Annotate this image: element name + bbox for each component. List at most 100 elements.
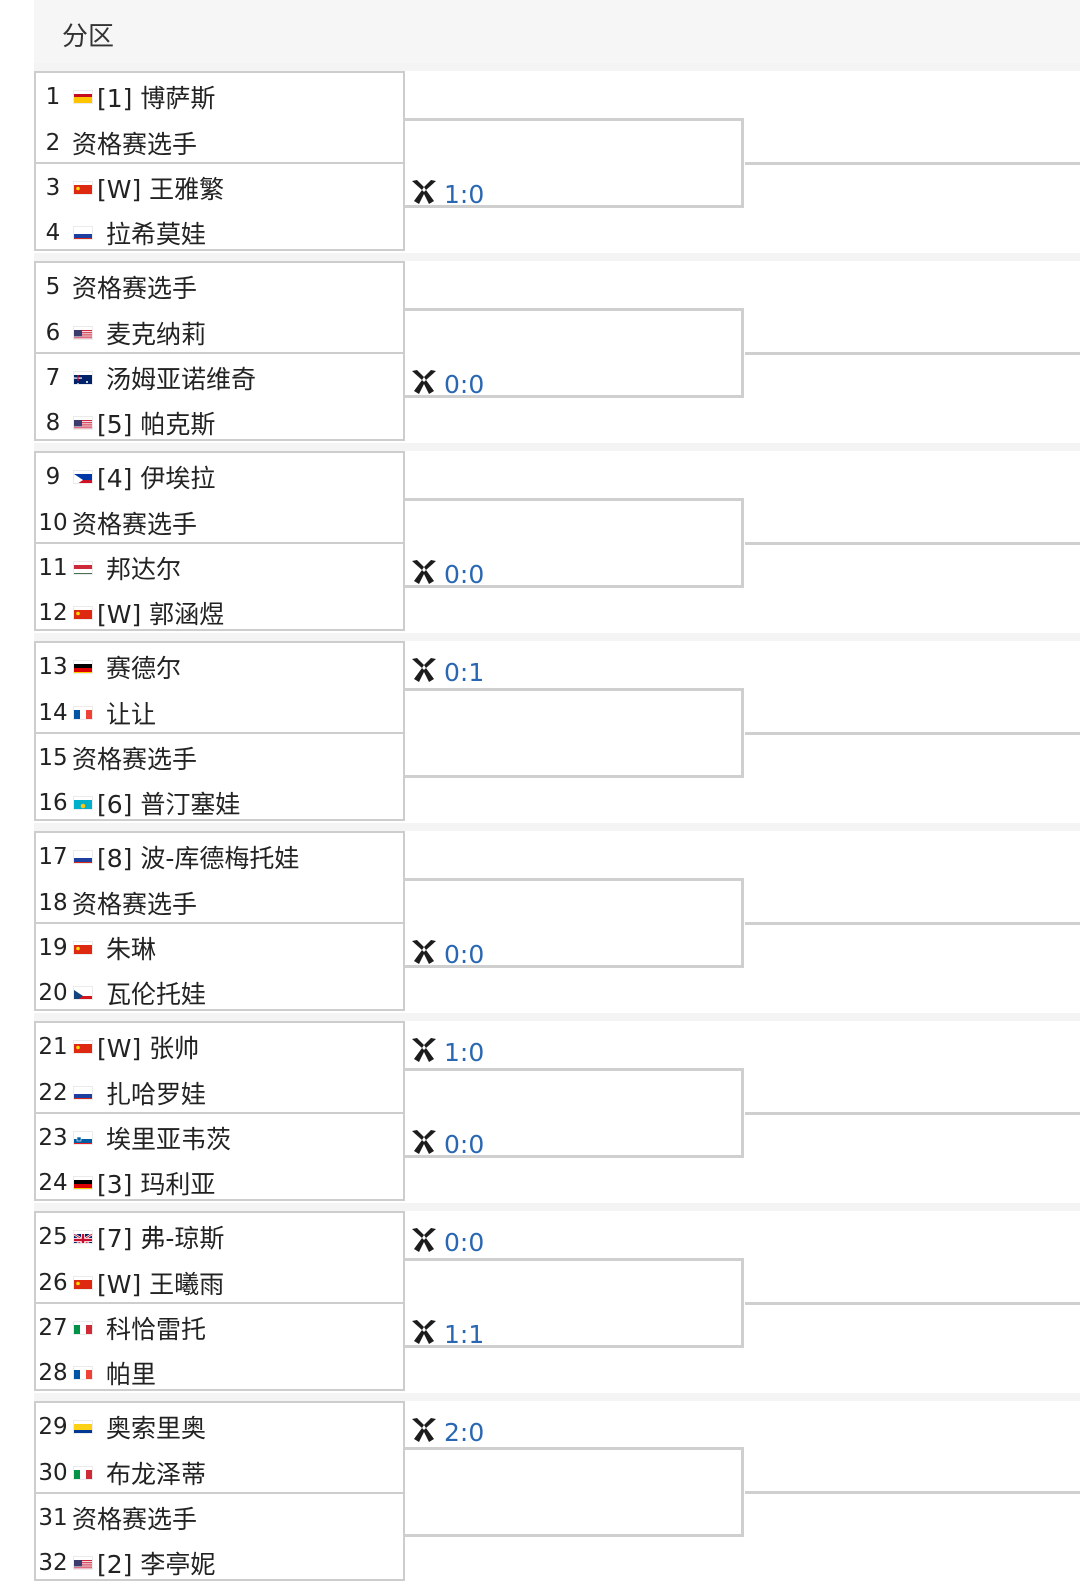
player-name[interactable]: 奥索里奥 <box>106 1414 207 1443</box>
player-name[interactable]: 科恰雷托 <box>106 1315 207 1344</box>
player-name[interactable]: [8] 波-库德梅托娃 <box>97 844 300 873</box>
bracket-outgoing-line <box>745 1302 1080 1305</box>
player-name[interactable]: 资格赛选手 <box>72 890 198 919</box>
h2h-score[interactable]: 1:1 <box>410 1319 484 1349</box>
match-bracket-box <box>405 498 744 588</box>
bracket-outgoing-line <box>745 1491 1080 1494</box>
player-row[interactable]: 26[W] 王曦雨 <box>36 1261 403 1305</box>
player-name[interactable]: 埃里亚韦茨 <box>106 1125 232 1154</box>
player-name[interactable]: 布龙泽蒂 <box>106 1460 207 1489</box>
h2h-score[interactable]: 1:0 <box>410 179 484 209</box>
h2h-score[interactable]: 0:1 <box>410 657 484 687</box>
player-row[interactable]: 1[1] 博萨斯 <box>36 75 403 119</box>
h2h-score[interactable]: 0:0 <box>410 559 484 589</box>
player-row[interactable]: 12[W] 郭涵煜 <box>36 591 403 635</box>
player-row[interactable]: 28 帕里 <box>36 1351 403 1395</box>
h2h-score-value: 2:0 <box>444 1417 485 1447</box>
draw-position: 10 <box>38 510 68 536</box>
player-name[interactable]: [5] 帕克斯 <box>97 410 216 439</box>
h2h-icon <box>410 1129 438 1159</box>
player-name[interactable]: 资格赛选手 <box>72 745 198 774</box>
player-row[interactable]: 32[2] 李亭妮 <box>36 1541 403 1585</box>
player-name[interactable]: [6] 普汀塞娃 <box>97 790 241 819</box>
player-row[interactable]: 9[4] 伊埃拉 <box>36 455 403 499</box>
group-band <box>34 1013 1080 1021</box>
player-name[interactable]: [3] 玛利亚 <box>97 1170 216 1199</box>
player-name[interactable]: [W] 王曦雨 <box>97 1270 225 1299</box>
h2h-score[interactable]: 0:0 <box>410 1129 484 1159</box>
player-name[interactable]: 汤姆亚诺维奇 <box>106 365 257 394</box>
draw-position: 11 <box>38 555 68 581</box>
player-name[interactable]: 麦克纳莉 <box>106 320 207 349</box>
player-row[interactable]: 8[5] 帕克斯 <box>36 401 403 445</box>
h2h-score-value: 1:0 <box>444 1037 485 1067</box>
player-name[interactable]: 帕里 <box>106 1360 157 1389</box>
group-band <box>34 443 1080 451</box>
flag-icon <box>74 707 92 719</box>
player-name[interactable]: 让让 <box>106 700 157 729</box>
flag-icon <box>74 1557 92 1569</box>
player-name[interactable]: 朱琳 <box>106 935 157 964</box>
h2h-score[interactable]: 2:0 <box>410 1417 484 1447</box>
player-row[interactable]: 11 邦达尔 <box>36 546 403 590</box>
player-name[interactable]: [W] 张帅 <box>97 1034 200 1063</box>
player-name[interactable]: [W] 王雅繁 <box>97 175 225 204</box>
player-name[interactable]: [4] 伊埃拉 <box>97 464 216 493</box>
h2h-score[interactable]: 1:0 <box>410 1037 484 1067</box>
h2h-score[interactable]: 0:0 <box>410 1227 484 1257</box>
h2h-icon <box>410 1227 438 1257</box>
draw-position: 28 <box>38 1360 68 1386</box>
player-row[interactable]: 24[3] 玛利亚 <box>36 1161 403 1205</box>
draw-position: 3 <box>45 175 61 201</box>
player-row[interactable]: 16[6] 普汀塞娃 <box>36 781 403 825</box>
player-name[interactable]: 资格赛选手 <box>72 510 198 539</box>
match-bracket-box <box>405 1447 744 1537</box>
player-name[interactable]: [1] 博萨斯 <box>97 84 216 113</box>
player-row[interactable]: 17[8] 波-库德梅托娃 <box>36 835 403 879</box>
player-name[interactable]: 扎哈罗娃 <box>106 1080 207 1109</box>
player-name[interactable]: [W] 郭涵煜 <box>97 600 225 629</box>
player-name[interactable]: 邦达尔 <box>106 555 182 584</box>
player-name[interactable]: 资格赛选手 <box>72 274 198 303</box>
group-divider <box>36 1302 403 1304</box>
flag-icon <box>74 182 92 194</box>
flag-icon <box>74 1322 92 1334</box>
h2h-score[interactable]: 0:0 <box>410 369 484 399</box>
group-divider <box>36 1112 403 1114</box>
player-name[interactable]: 资格赛选手 <box>72 1505 198 1534</box>
flag-icon <box>74 1041 92 1053</box>
player-row[interactable]: 3 [W] 王雅繁 <box>36 166 403 210</box>
player-name[interactable]: 拉希莫娃 <box>106 220 207 249</box>
player-name[interactable]: [7] 弗-琼斯 <box>97 1224 225 1253</box>
player-name[interactable]: 赛德尔 <box>106 654 182 683</box>
player-name[interactable]: 瓦伦托娃 <box>106 980 207 1009</box>
flag-icon <box>74 851 92 863</box>
group-band <box>34 63 1080 71</box>
h2h-score[interactable]: 0:0 <box>410 939 484 969</box>
player-row[interactable]: 21[W] 张帅 <box>36 1025 403 1069</box>
player-row[interactable]: 25[7] 弗-琼斯 <box>36 1215 403 1259</box>
player-name[interactable]: 资格赛选手 <box>72 130 198 159</box>
bracket-outgoing-line <box>745 732 1080 735</box>
section-header: 分区 <box>34 0 1080 68</box>
player-name[interactable]: [2] 李亭妮 <box>97 1550 216 1579</box>
